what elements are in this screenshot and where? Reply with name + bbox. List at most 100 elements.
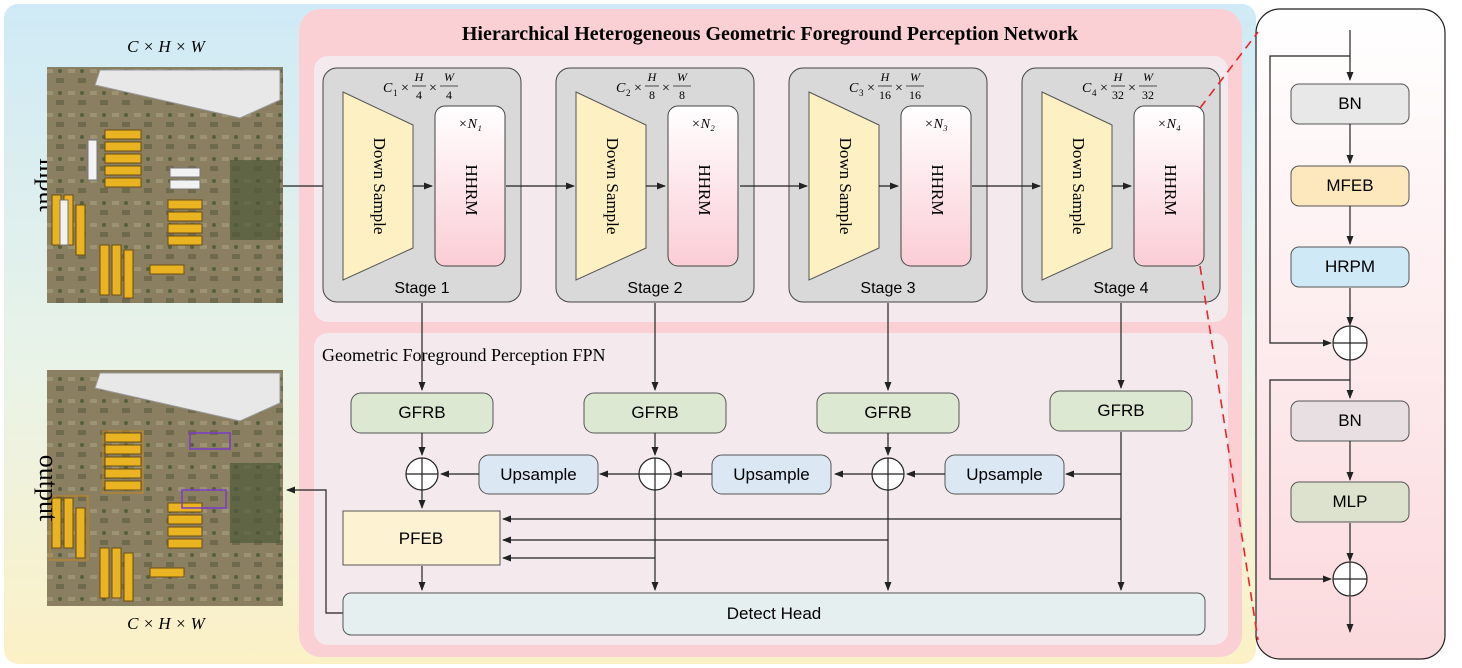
stage-label: Stage 1 bbox=[394, 280, 449, 297]
downsample-label: Down Sample bbox=[370, 138, 389, 235]
dims-hd: 32 bbox=[1112, 88, 1124, 102]
backbone-panel bbox=[314, 56, 1228, 322]
upsample-label: Upsample bbox=[500, 465, 577, 484]
dims-sub: 3 bbox=[859, 88, 864, 98]
gfrb-block-3: GFRB bbox=[816, 392, 960, 434]
plus-node-3 bbox=[871, 457, 905, 491]
detail-connectors bbox=[1269, 30, 1354, 633]
hhrm-block bbox=[667, 105, 739, 267]
dims-wd: 32 bbox=[1142, 88, 1154, 102]
hhrm-label: HHRM bbox=[462, 164, 481, 215]
hhrm-label: HHRM bbox=[695, 164, 714, 215]
mfeb-block: MFEB bbox=[1290, 165, 1410, 207]
hhrm-block bbox=[900, 105, 972, 267]
dims-hd: 8 bbox=[649, 88, 655, 102]
dims-h: H bbox=[1113, 70, 1124, 84]
hhrm-repeat: ×N₄ bbox=[1157, 117, 1181, 132]
gfrb-label: GFRB bbox=[864, 403, 911, 422]
pfeb-label: PFEB bbox=[399, 529, 443, 548]
svg-text:×N₁: ×N₁ bbox=[458, 117, 482, 132]
bn-block-2: BN bbox=[1290, 400, 1410, 442]
detail-plus-2 bbox=[1332, 561, 1368, 597]
input-dims: C × H × W bbox=[127, 37, 207, 56]
plus-node-2 bbox=[638, 457, 672, 491]
detect-head-label: Detect Head bbox=[727, 604, 822, 623]
downsample-label: Down Sample bbox=[603, 138, 622, 235]
upsample-label: Upsample bbox=[733, 465, 810, 484]
dims-w: W bbox=[677, 70, 688, 84]
stage-label: Stage 4 bbox=[1093, 280, 1148, 297]
downsample-label: Down Sample bbox=[1069, 138, 1088, 235]
dims-wd: 8 bbox=[679, 88, 685, 102]
dims-hd: 4 bbox=[416, 88, 422, 102]
input-image bbox=[47, 67, 283, 303]
dims-sub: 4 bbox=[1092, 88, 1097, 98]
dims-c: C bbox=[849, 81, 859, 96]
pfeb-block: PFEB bbox=[342, 510, 501, 566]
dims-times: × bbox=[401, 81, 409, 96]
downsample-block bbox=[575, 91, 647, 281]
svg-text:×N₄: ×N₄ bbox=[1157, 117, 1181, 132]
gfrb-label: GFRB bbox=[1097, 401, 1144, 420]
upsample-label: Upsample bbox=[966, 465, 1043, 484]
gfrb-block-4: GFRB bbox=[1049, 390, 1193, 432]
dims-c: C bbox=[616, 81, 626, 96]
dims-times2: × bbox=[895, 81, 903, 96]
hrpm-block-label: HRPM bbox=[1325, 257, 1375, 276]
fusion-nodes bbox=[405, 457, 905, 491]
mlp-block-label: MLP bbox=[1333, 492, 1368, 511]
downsample-label: Down Sample bbox=[836, 138, 855, 235]
network-title: Hierarchical Heterogeneous Geometric For… bbox=[462, 23, 1079, 45]
dims-times: × bbox=[634, 81, 642, 96]
dims-w: W bbox=[910, 70, 921, 84]
hhrm-repeat: ×N₂ bbox=[691, 117, 715, 132]
fpn-title: Geometric Foreground Perception FPN bbox=[322, 345, 605, 365]
gfrb-label: GFRB bbox=[398, 403, 445, 422]
downsample-block bbox=[342, 91, 414, 281]
dims-sub: 2 bbox=[626, 88, 631, 98]
hrpm-block: HRPM bbox=[1290, 246, 1410, 288]
hhrm-block bbox=[1133, 105, 1205, 267]
dims-wd: 4 bbox=[446, 88, 452, 102]
hhrm-repeat: ×N₃ bbox=[924, 117, 948, 132]
dims-c: C bbox=[1082, 81, 1092, 96]
dims-times2: × bbox=[662, 81, 670, 96]
dims-h: H bbox=[880, 70, 891, 84]
upsample-blocks: Upsample Upsample Upsample bbox=[478, 454, 1065, 495]
detail-blocks: BN MFEB HRPM BN MLP bbox=[1290, 83, 1410, 523]
hhrm-label: HHRM bbox=[1161, 164, 1180, 215]
bn-block-1-label: BN bbox=[1338, 94, 1362, 113]
bn-block-1: BN bbox=[1290, 83, 1410, 125]
gfrb-blocks: GFRB GFRB GFRB GFRB bbox=[350, 390, 1193, 434]
stage-label: Stage 2 bbox=[627, 280, 682, 297]
output-image bbox=[47, 370, 283, 606]
upsample-block-1: Upsample bbox=[478, 454, 599, 495]
dims-h: H bbox=[647, 70, 658, 84]
gfrb-block-2: GFRB bbox=[583, 392, 727, 434]
output-dims: C × H × W bbox=[127, 614, 207, 633]
svg-text:×N₂: ×N₂ bbox=[691, 117, 715, 132]
dims-times2: × bbox=[429, 81, 437, 96]
mfeb-block-label: MFEB bbox=[1326, 176, 1373, 195]
output-label: output bbox=[34, 455, 63, 522]
gfrb-label: GFRB bbox=[631, 403, 678, 422]
stage-to-gfrb-arrows bbox=[418, 303, 1125, 391]
dims-w: W bbox=[444, 70, 455, 84]
svg-text:×N₃: ×N₃ bbox=[924, 117, 948, 132]
detail-plus-nodes bbox=[1332, 325, 1368, 597]
dims-times2: × bbox=[1128, 81, 1136, 96]
dims-hd: 16 bbox=[879, 88, 891, 102]
dims-c: C bbox=[383, 81, 393, 96]
dims-w: W bbox=[1143, 70, 1154, 84]
stage-label: Stage 3 bbox=[860, 280, 915, 297]
dims-sub: 1 bbox=[393, 88, 398, 98]
